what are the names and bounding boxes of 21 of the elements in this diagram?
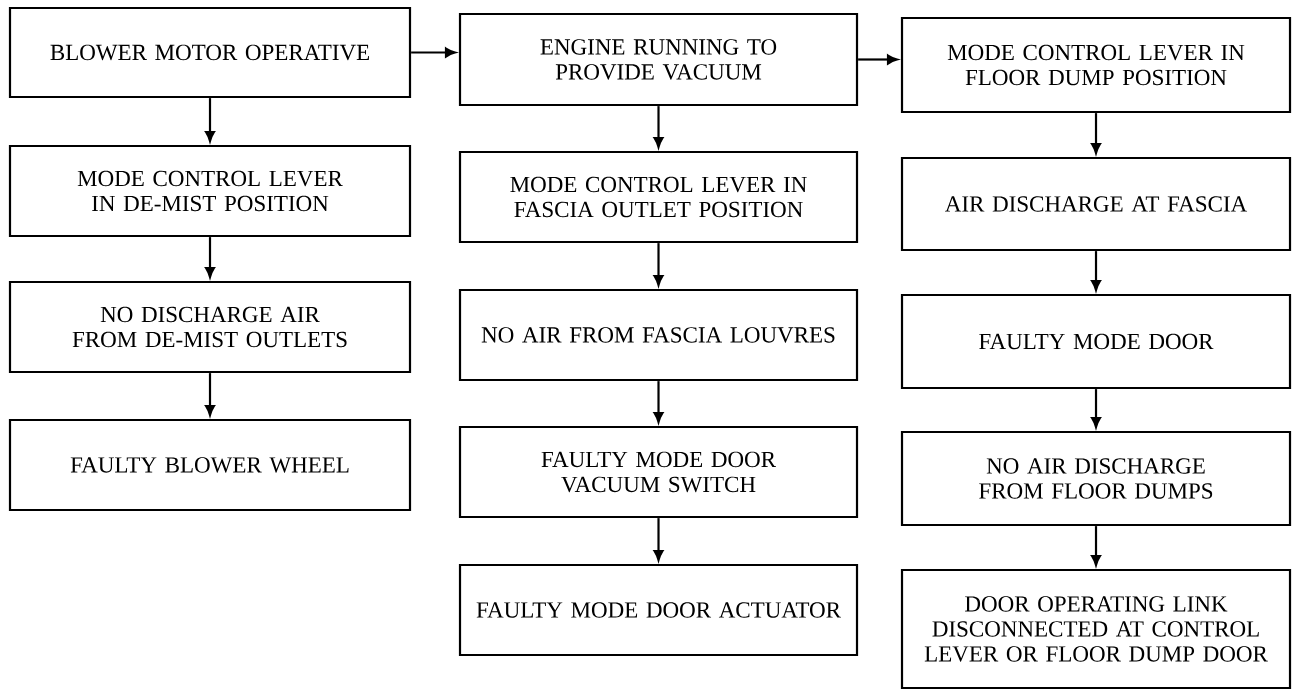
arrow [204,98,216,142]
process-box: FAULTY BLOWER WHEEL [8,418,412,512]
process-box: MODE CONTROL LEVER IN FASCIA OUTLET POSITION [458,150,859,244]
process-box: AIR DISCHARGE AT FASCIA [900,156,1292,252]
process-box: FAULTY MODE DOOR VACUUM SWITCH [458,425,859,519]
process-box: FAULTY MODE DOOR [900,293,1292,390]
process-box: NO DISCHARGE AIR FROM DE-MIST OUTLETS [8,280,412,374]
arrow [1090,113,1102,154]
process-box: MODE CONTROL LEVER IN DE-MIST POSITION [8,144,412,238]
process-box: BLOWER MOTOR OPERATIVE [8,6,412,99]
arrow [1090,251,1102,291]
arrow [204,237,216,278]
process-box: ENGINE RUNNING TO PROVIDE VACUUM [458,12,859,107]
process-box: NO AIR FROM FASCIA LOUVRES [458,288,859,382]
arrow [204,373,216,416]
process-box: NO AIR DISCHARGE FROM FLOOR DUMPS [900,430,1292,527]
process-box: DOOR OPERATING LINK DISCONNECTED AT CONTROL LEVER OR FLOOR DUMP DOOR [900,568,1292,690]
arrow [1090,526,1102,566]
arrow [1090,389,1102,428]
process-box: FAULTY MODE DOOR ACTUATOR [458,563,859,657]
process-box: MODE CONTROL LEVER IN FLOOR DUMP POSITION [900,16,1292,114]
